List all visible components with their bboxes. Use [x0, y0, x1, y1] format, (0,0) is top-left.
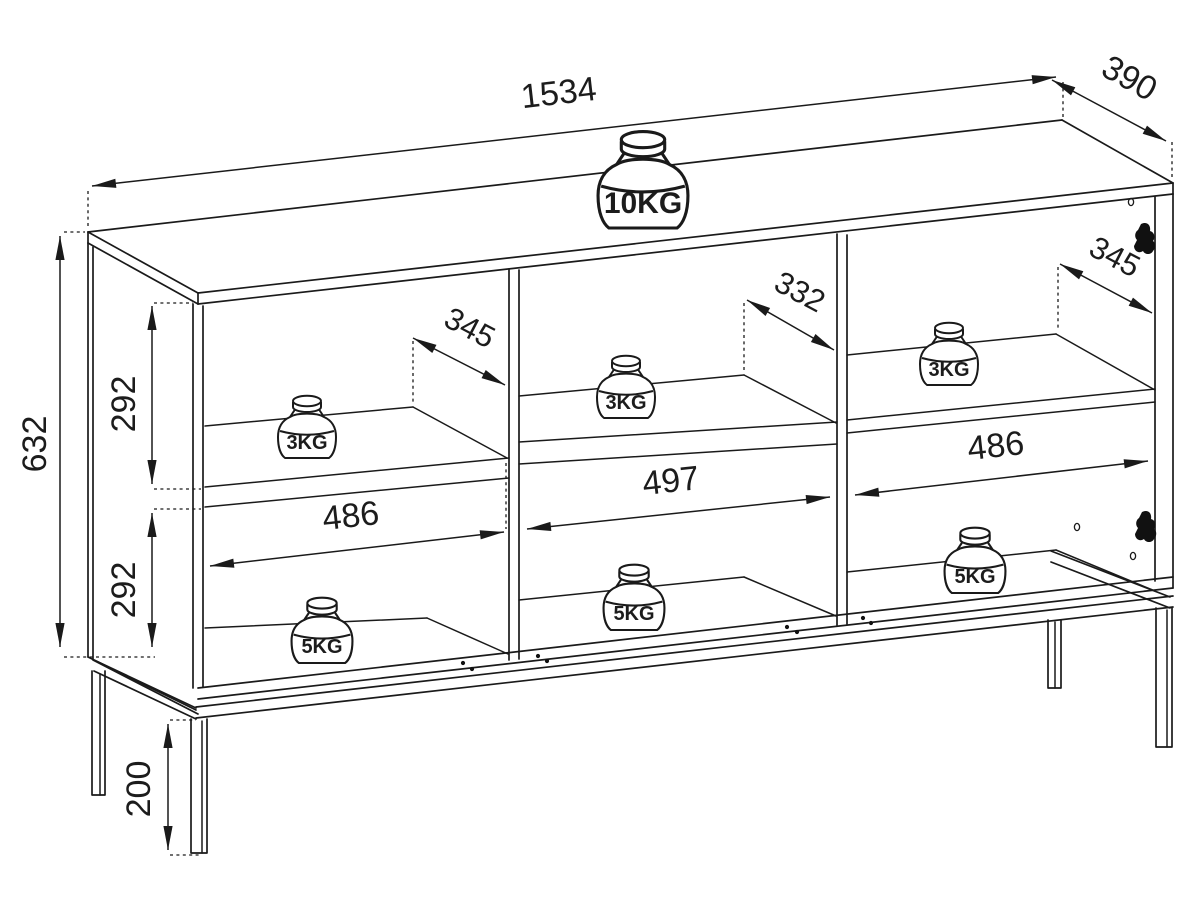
leg-back-right: [1047, 619, 1062, 689]
dim-leg-height: 200: [120, 719, 200, 856]
weight-bottom-left-5kg: 5KG: [290, 596, 354, 665]
weight-label-shelf-left: 3KG: [286, 432, 327, 454]
dim-label-leg-height: 200: [120, 761, 158, 818]
dim-label-shelf-depth-middle: 332: [769, 264, 831, 319]
dim-shelf-depth-middle: 332: [743, 264, 835, 371]
weight-bottom-right-5kg: 5KG: [943, 526, 1007, 595]
drill-holes: [460, 197, 1137, 672]
partition-left: [508, 268, 520, 661]
dim-inner-width-middle: 497: [526, 459, 831, 532]
hinge-hardware-top-icon: [1134, 222, 1156, 254]
dim-label-depth-top: 390: [1095, 48, 1163, 109]
dim-label-shelf-depth-left: 345: [439, 300, 501, 355]
dim-label-inner-width-left: 486: [321, 494, 382, 538]
weight-label-bottom-right: 5KG: [954, 566, 995, 588]
dim-label-inner-height-lower: 292: [105, 562, 143, 619]
weight-label-bottom-left: 5KG: [301, 636, 342, 658]
weight-label-bottom-middle: 5KG: [613, 603, 654, 625]
dim-label-inner-width-middle: 497: [641, 459, 702, 503]
dim-inner-height-upper: 292: [105, 302, 201, 510]
weight-label-shelf-middle: 3KG: [605, 392, 646, 414]
weight-top-10kg: 10KG: [596, 130, 690, 230]
dim-label-inner-width-right: 486: [966, 424, 1027, 468]
partition-right: [836, 233, 848, 626]
dim-height-side: 632: [16, 231, 155, 658]
dim-inner-width-right: 486: [854, 424, 1149, 497]
weight-label-top: 10KG: [604, 187, 682, 220]
cabinet-right-side-panel: [1154, 193, 1174, 589]
dim-label-inner-height-upper: 292: [105, 376, 143, 433]
dim-inner-width-left: 486: [209, 463, 507, 568]
middle-shelf-middle: [518, 374, 838, 465]
weight-shelf-left-3kg: 3KG: [277, 394, 337, 459]
dim-label-width-top: 1534: [519, 70, 598, 116]
metal-leg-frame: [93, 550, 1174, 720]
cabinet-left-side-panel: [87, 242, 204, 715]
leg-back-left: [91, 670, 106, 796]
dim-shelf-depth-left: 345: [412, 300, 506, 403]
middle-shelf-left: [204, 406, 510, 508]
weight-label-shelf-right: 3KG: [928, 359, 969, 381]
middle-shelf-right: [846, 333, 1156, 434]
leg-front-right: [1155, 607, 1173, 748]
dim-depth-top: 390: [1051, 48, 1173, 180]
weight-bottom-middle-5kg: 5KG: [602, 563, 666, 632]
dim-inner-height-lower: 292: [105, 513, 157, 647]
dim-width-top: 1534: [87, 70, 1064, 227]
weight-shelf-right-3kg: 3KG: [919, 321, 979, 386]
weight-shelf-middle-3kg: 3KG: [596, 354, 656, 419]
leg-front-left: [190, 718, 208, 854]
hinge-hardware-bottom-icon: [1135, 510, 1157, 542]
dim-label-height-side: 632: [16, 416, 54, 473]
